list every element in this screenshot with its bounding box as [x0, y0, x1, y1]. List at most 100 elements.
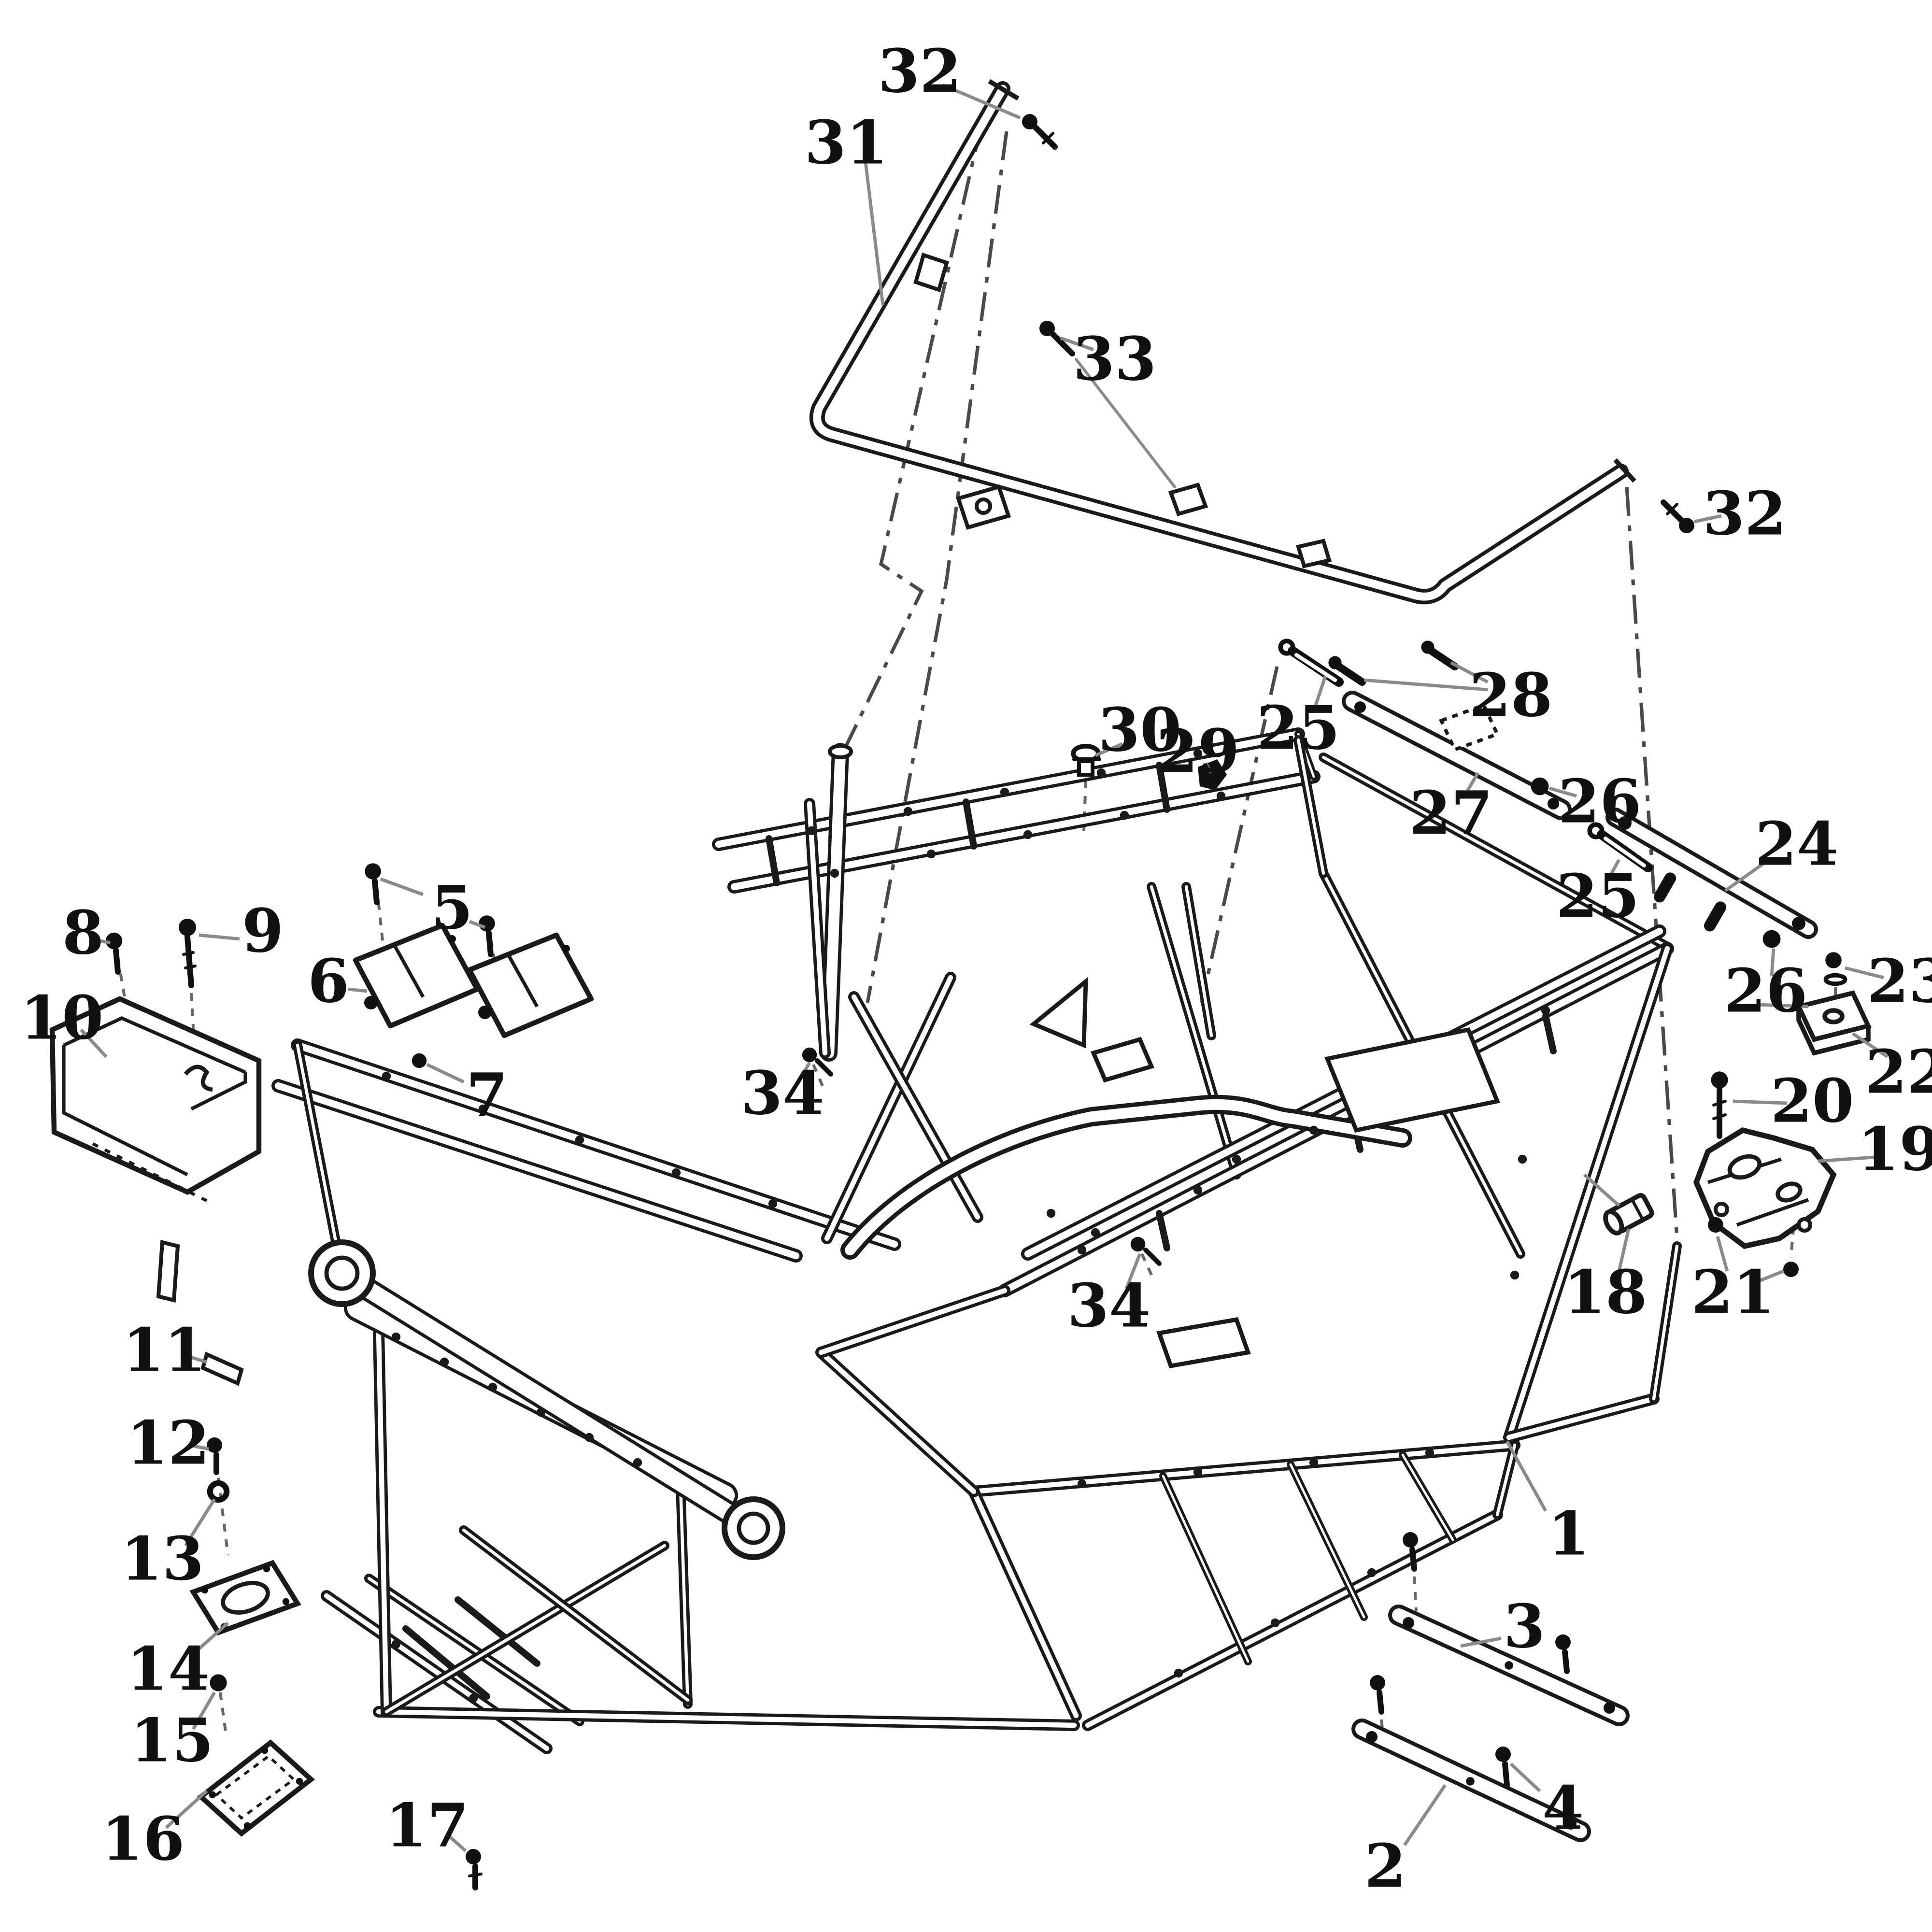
- rivet-hole: [1091, 1228, 1100, 1237]
- frame-tube: [1296, 738, 1325, 875]
- leader-line: [100, 939, 111, 945]
- leader-line: [1845, 966, 1884, 980]
- rivet-hole: [575, 1135, 584, 1145]
- part-number-label: 15: [130, 1706, 214, 1776]
- projection-line: [842, 123, 983, 751]
- strap-bolt: [364, 996, 378, 1009]
- callout-part-23: 23: [1845, 947, 1932, 1017]
- part-number-label: 8: [62, 898, 104, 968]
- callout-part-1: 1: [1506, 1440, 1590, 1569]
- callout-part-27: 27: [1409, 772, 1492, 849]
- bolt-34b: [1130, 1236, 1162, 1266]
- part-number-label: 10: [20, 983, 104, 1053]
- frame-tube: [402, 1625, 490, 1700]
- part-number-label: 26: [1558, 767, 1642, 837]
- bolt-3b: [1555, 1634, 1571, 1674]
- rivet-hole: [903, 807, 913, 816]
- leader-line: [1460, 1636, 1502, 1648]
- bolt-7: [412, 1053, 427, 1068]
- bar-bracket: [1439, 703, 1500, 752]
- frame-panels: [1029, 977, 1501, 1368]
- part-number-label: 34: [1067, 1271, 1151, 1341]
- leader-line: [1724, 856, 1773, 892]
- callout-part-21: 21: [1691, 1236, 1784, 1328]
- leader-line: [1852, 1032, 1889, 1058]
- frame-tube: [971, 1489, 1079, 1719]
- part-number-label: 12: [127, 1408, 210, 1478]
- leader-line: [1204, 762, 1213, 774]
- part-number-label: 22: [1865, 1037, 1932, 1108]
- pin-25-upper: [1278, 639, 1344, 687]
- part-number-label: 17: [385, 1791, 469, 1861]
- bolt-2a: [1370, 1675, 1385, 1715]
- part-number-label: 31: [805, 108, 888, 178]
- leader-line: [864, 162, 885, 306]
- frame-tube: [963, 798, 977, 850]
- strap-bolt: [478, 1006, 492, 1019]
- callout-part-10: 10: [20, 983, 108, 1058]
- part-number-label: 14: [127, 1634, 210, 1705]
- frame-tube: [1506, 1396, 1657, 1440]
- frame-tube: [807, 801, 828, 1056]
- frame-tube: [1321, 755, 1669, 949]
- rivet-hole: [478, 1104, 488, 1114]
- frame-tube: [324, 1593, 550, 1751]
- callout-part-30: 30: [1094, 696, 1181, 766]
- part-number-label: 4: [1542, 1774, 1584, 1844]
- rivet-hole: [1232, 1154, 1241, 1164]
- callout-part-33: 33: [1060, 325, 1156, 395]
- frame-tube: [1506, 946, 1670, 1440]
- callout-part-26: 26: [1549, 767, 1641, 837]
- tab-hole: [975, 497, 992, 515]
- leader-line: [1124, 1253, 1142, 1290]
- callout-part-24: 24: [1724, 810, 1839, 892]
- screw-17: [466, 1849, 483, 1890]
- part-number-label: 13: [121, 1524, 204, 1594]
- frame-tube: [678, 1470, 690, 1706]
- rivet-hole: [1367, 1568, 1377, 1577]
- rivet-hole: [1216, 791, 1226, 801]
- part-31-rack-rail: [809, 79, 1636, 605]
- leader-line: [1716, 1236, 1729, 1272]
- part-number-label: 18: [1564, 1258, 1648, 1328]
- callout-part-12: 12: [127, 1408, 210, 1478]
- callout-layer: 1234567891011121314151617181920212223242…: [20, 37, 1932, 1902]
- part-2-bar: [1351, 1719, 1591, 1842]
- frame-tube: [333, 1264, 762, 1537]
- callout-part-25: 25: [1556, 859, 1639, 932]
- frame-tube: [274, 1082, 800, 1260]
- part-number-label: 3: [1504, 1592, 1545, 1662]
- leader-line: [192, 1691, 216, 1730]
- rivet-hole: [536, 1407, 546, 1417]
- callout-part-4: 4: [1509, 1762, 1584, 1844]
- pin-28b: [1328, 656, 1366, 686]
- frame-tube: [455, 1596, 540, 1667]
- bolt-23: [1823, 952, 1847, 986]
- callout-part-29: 29: [1156, 717, 1240, 787]
- part-27-support-bar: [1342, 691, 1572, 820]
- frame-tube: [294, 1041, 898, 1248]
- nut-21b: [1783, 1262, 1799, 1277]
- callout-part-32: 32: [878, 37, 1021, 120]
- nut-15: [210, 1674, 227, 1691]
- rivet-hole: [1046, 1208, 1056, 1218]
- leader-line: [1606, 859, 1620, 882]
- frame-tube: [1162, 1475, 1250, 1663]
- leader-line: [426, 1063, 465, 1084]
- part-number-label: 24: [1755, 810, 1839, 880]
- part-22-block: [1795, 990, 1872, 1056]
- part-14-plate: [189, 1560, 301, 1636]
- leader-line: [199, 933, 240, 941]
- rivet-hole: [391, 1332, 401, 1342]
- frame-tube: [1085, 1512, 1500, 1728]
- hardware: [105, 114, 1847, 1890]
- part-number-label: 5: [431, 873, 473, 943]
- leader-line: [1818, 1155, 1875, 1163]
- callout-part-15: 15: [130, 1691, 216, 1776]
- frame-tube: [376, 1330, 389, 1715]
- bolt-3a: [1403, 1532, 1418, 1572]
- leader-line: [1060, 336, 1094, 352]
- part-number-label: 11: [123, 1316, 206, 1386]
- leader-line: [189, 1443, 209, 1451]
- rivet-hole: [391, 1639, 401, 1649]
